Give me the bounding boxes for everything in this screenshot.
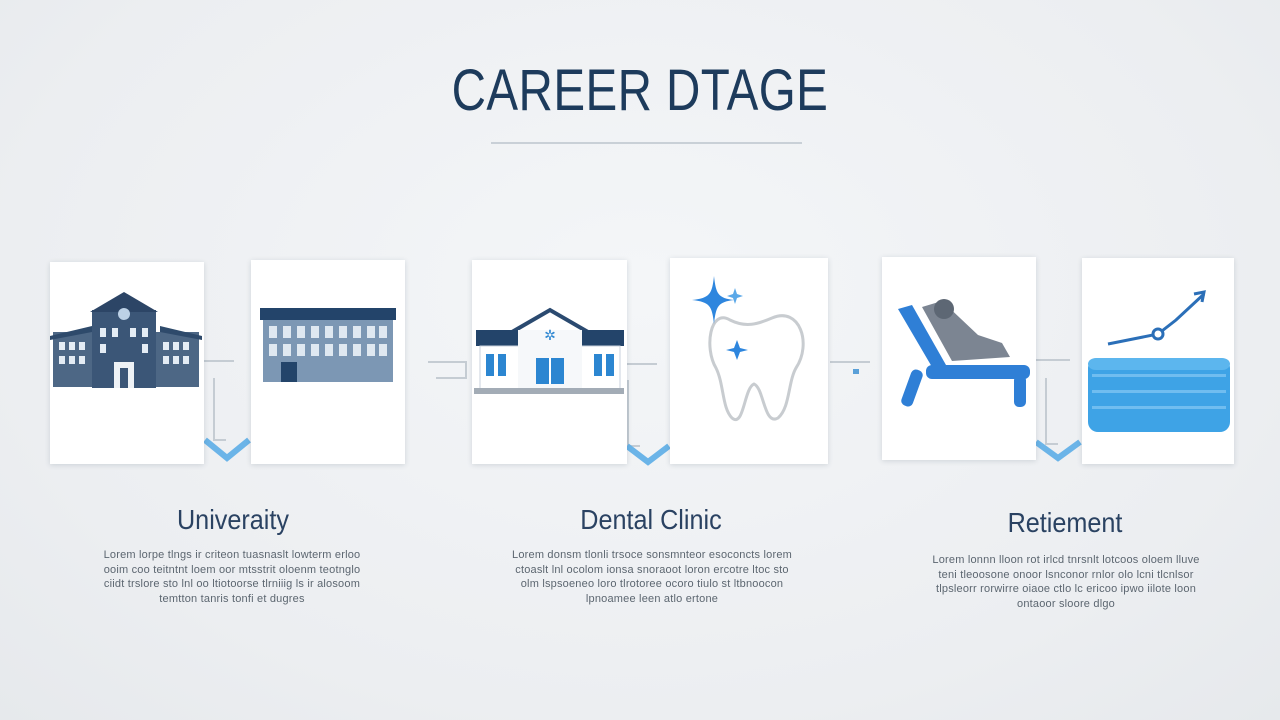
connector-line — [1036, 359, 1070, 445]
stage-label-dental-clinic: Dental Clinic — [580, 504, 722, 535]
connector-line — [204, 360, 234, 441]
connector-line — [428, 361, 467, 379]
stage-label-university: Univeraity — [176, 504, 290, 535]
connector-line — [627, 363, 657, 447]
clinic-building-icon: ✲ — [474, 307, 624, 394]
lounge-chair-icon — [898, 299, 1030, 407]
svg-text:✲: ✲ — [544, 328, 556, 344]
office-building-icon — [260, 308, 396, 382]
card-tooth — [670, 258, 828, 464]
growth-trend-icon — [1088, 290, 1230, 432]
chevron-down-icon — [203, 437, 251, 462]
university-building-icon — [50, 292, 202, 388]
card-university-building — [50, 262, 204, 464]
card-clinic-building: ✲ — [472, 260, 627, 464]
stage-description-university: Lorem lorpe tlngs ir criteon tuasnaslt l… — [103, 549, 361, 605]
stage-description-dental-clinic: Lorem donsm tlonli trsoce sonsmnteor eso… — [512, 549, 793, 605]
chevron-down-icon — [1034, 439, 1082, 462]
page-title: CAREER DTAGE — [451, 58, 829, 123]
stage-description-retirement: Lorem lonnn lloon rot irlcd tnrsnlt lotc… — [932, 554, 1200, 610]
stage-label-retirement: Retiement — [1007, 507, 1123, 538]
card-growth-chart — [1082, 258, 1234, 464]
connector-dot — [853, 369, 859, 374]
card-office-building — [251, 260, 405, 464]
card-lounge-chair — [882, 257, 1036, 460]
title-underline — [491, 142, 802, 144]
tooth-sparkle-icon — [692, 276, 805, 422]
chevron-down-icon — [625, 443, 671, 466]
